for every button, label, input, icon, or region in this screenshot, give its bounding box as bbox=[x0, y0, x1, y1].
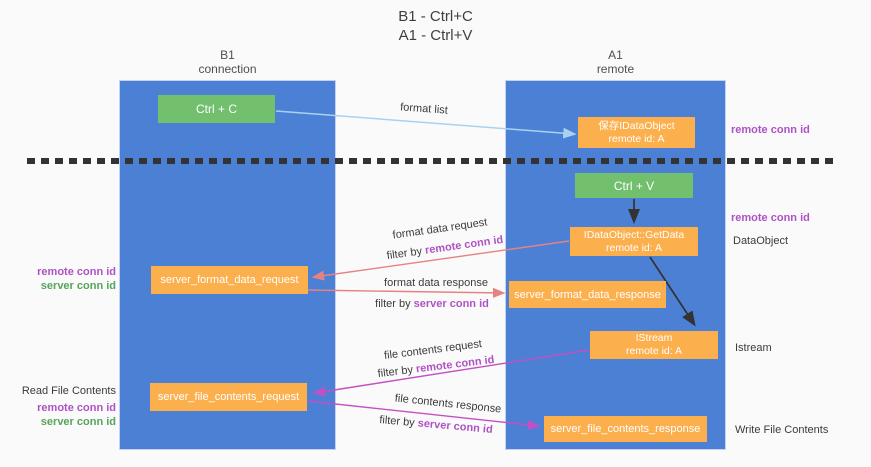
diagram-title-line2: A1 - Ctrl+V bbox=[398, 27, 473, 44]
lane-a1-name: A1 bbox=[608, 48, 623, 62]
left-remote-conn-id2: remote conn id bbox=[37, 402, 116, 414]
server-file-contents-response-node: server_file_contents_response bbox=[544, 416, 707, 442]
getdata-title: IDataObject::GetData bbox=[583, 228, 685, 241]
session-divider-dashed-line bbox=[27, 158, 835, 164]
file-contents-response-filter-label: filter by server conn id bbox=[379, 414, 493, 436]
left-remote-conn-id: remote conn id bbox=[37, 266, 116, 278]
lane-header-a1: A1 remote bbox=[505, 48, 726, 76]
istream-subtitle: remote id: A bbox=[625, 345, 683, 357]
left-read-file-contents-label: Read File Contents bbox=[21, 385, 116, 397]
lane-a1-role: remote bbox=[596, 62, 635, 76]
ctrl-c-label: Ctrl + C bbox=[195, 102, 237, 116]
lane-b1-name: B1 bbox=[220, 48, 235, 62]
left-server-conn-id: server conn id bbox=[40, 280, 116, 292]
server-file-contents-request-label: server_file_contents_request bbox=[157, 391, 300, 403]
server-format-data-request-node: server_format_data_request bbox=[151, 266, 308, 294]
right-remote-conn-id-top: remote conn id bbox=[731, 124, 810, 136]
right-dataobject-label: DataObject bbox=[733, 235, 789, 247]
right-write-file-contents-label: Write File Contents bbox=[735, 424, 829, 436]
filter-by-text: filter by bbox=[386, 245, 423, 263]
remote-conn-id-text: remote conn id bbox=[424, 233, 504, 257]
server-format-data-request-label: server_format_data_request bbox=[160, 274, 299, 286]
right-istream-label: Istream bbox=[735, 342, 772, 354]
getdata-subtitle: remote id: A bbox=[605, 241, 663, 254]
save-idataobject-subtitle: remote id: A bbox=[608, 132, 665, 145]
format-data-response-filter-label: filter by server conn id bbox=[375, 298, 489, 310]
ctrl-v-node: Ctrl + V bbox=[575, 173, 693, 198]
server-conn-id-text: server conn id bbox=[413, 298, 489, 310]
server-file-contents-request-node: server_file_contents_request bbox=[150, 383, 307, 411]
server-format-data-response-label: server_format_data_response bbox=[514, 288, 661, 301]
lane-header-b1: B1 connection bbox=[119, 48, 336, 76]
server-file-contents-response-label: server_file_contents_response bbox=[550, 423, 701, 435]
istream-title: IStream bbox=[635, 332, 673, 344]
format-list-label: format list bbox=[399, 101, 449, 117]
getdata-node: IDataObject::GetData remote id: A bbox=[570, 227, 698, 256]
lane-b1-role: connection bbox=[198, 62, 257, 76]
ctrl-v-label: Ctrl + V bbox=[613, 178, 655, 193]
left-server-conn-id2: server conn id bbox=[40, 416, 116, 428]
istream-node: IStream remote id: A bbox=[590, 331, 718, 359]
save-idataobject-node: 保存IDataObject remote id: A bbox=[578, 117, 695, 148]
right-remote-conn-id-mid: remote conn id bbox=[731, 212, 810, 224]
server-conn-id-text: server conn id bbox=[417, 417, 494, 436]
server-format-data-response-node: server_format_data_response bbox=[509, 281, 666, 308]
ctrl-c-node: Ctrl + C bbox=[158, 95, 275, 123]
filter-by-text: filter by bbox=[375, 298, 411, 310]
filter-by-text: filter by bbox=[378, 414, 416, 430]
save-idataobject-title: 保存IDataObject bbox=[598, 119, 675, 132]
remote-conn-id-text: remote conn id bbox=[415, 353, 495, 376]
file-contents-response-label: file contents response bbox=[394, 392, 502, 416]
format-data-response-label: format data response bbox=[384, 277, 488, 289]
filter-by-text: filter by bbox=[377, 363, 414, 381]
format-data-response-arrow bbox=[307, 287, 506, 298]
diagram-title-line1: B1 - Ctrl+C bbox=[398, 8, 473, 25]
